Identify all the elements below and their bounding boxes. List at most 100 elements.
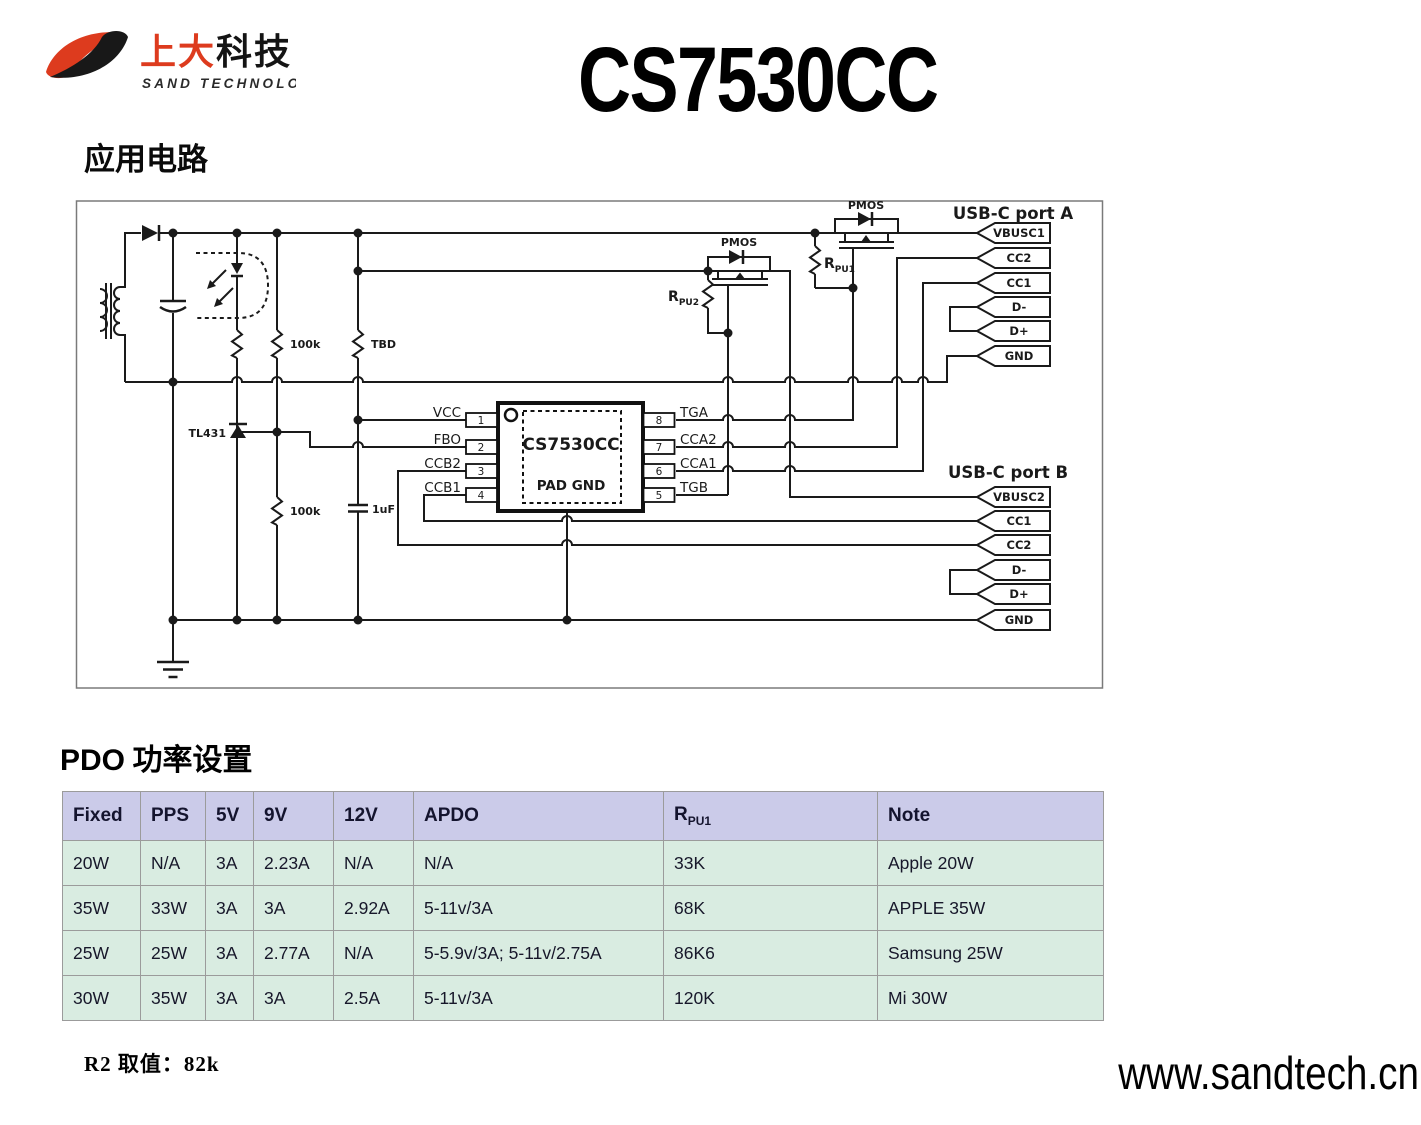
circuit-symbols bbox=[142, 212, 871, 625]
application-circuit-diagram: CS7530CC PAD GND 1 2 3 4 8 7 6 5 VCC bbox=[75, 200, 1104, 689]
label-1uf: 1uF bbox=[372, 503, 395, 516]
opto-arrowhead bbox=[214, 298, 223, 307]
cap-plate-bottom bbox=[159, 305, 187, 313]
section-title-pdo: PDO 功率设置 bbox=[60, 735, 253, 779]
logo-s-mark bbox=[46, 31, 128, 79]
wire-transformer-bottom bbox=[120, 334, 126, 382]
logo-s-red-stroke bbox=[46, 32, 124, 79]
svg-text:VBUSC1: VBUSC1 bbox=[993, 226, 1045, 240]
svg-text:CC1: CC1 bbox=[1007, 514, 1032, 528]
chip-cs7530cc: CS7530CC PAD GND 1 2 3 4 8 7 6 5 VCC bbox=[424, 401, 717, 513]
label-pmos-a: PMOS bbox=[848, 200, 884, 212]
resistor-opto bbox=[230, 329, 244, 359]
usb-c-port-a: USB-C port A VBUSC1 CC2 CC1 D- D+ GND bbox=[953, 204, 1073, 367]
junction-dots bbox=[168, 228, 858, 625]
svg-text:CC1: CC1 bbox=[1007, 276, 1032, 290]
pmos-a-body bbox=[839, 233, 894, 249]
connector-a-cc2 bbox=[974, 247, 1051, 269]
label-pmos-b: PMOS bbox=[721, 236, 757, 249]
connector-b-cc1 bbox=[974, 510, 1051, 532]
svg-text:GND: GND bbox=[1005, 349, 1034, 363]
svg-text:D+: D+ bbox=[1009, 324, 1028, 338]
resistor-tbd bbox=[351, 329, 365, 359]
col-header-rpu1: RPU1 bbox=[663, 791, 878, 841]
pin-label-ccb2: CCB2 bbox=[424, 456, 461, 472]
col-header-fixed: Fixed bbox=[62, 791, 141, 841]
transformer-core bbox=[105, 283, 112, 339]
svg-text:3: 3 bbox=[478, 466, 485, 478]
pin-label-vcc: VCC bbox=[433, 405, 461, 421]
resistor-rpu2 bbox=[701, 279, 715, 309]
port-a-title: USB-C port A bbox=[953, 204, 1073, 223]
svg-text:5: 5 bbox=[656, 490, 663, 502]
wire-vbus2-rail bbox=[358, 270, 977, 498]
opto-arrowhead bbox=[207, 280, 216, 289]
chip-pin-labels: VCC FBO CCB2 CCB1 TGA CCA2 CCA1 TGB bbox=[424, 405, 716, 496]
svg-text:1: 1 bbox=[478, 415, 485, 427]
pmos-b-diode bbox=[729, 250, 742, 264]
company-website: www.sandtech.cn bbox=[1118, 1047, 1419, 1099]
label-rpu1: RPU1 bbox=[824, 256, 855, 275]
company-logo: 上大科技 SAND TECHNOLOGY bbox=[46, 31, 296, 91]
wire-tga bbox=[676, 288, 854, 421]
svg-text:D-: D- bbox=[1012, 563, 1027, 577]
svg-text:GND: GND bbox=[1005, 613, 1034, 627]
svg-text:D-: D- bbox=[1012, 300, 1027, 314]
connector-a-dm bbox=[974, 296, 1051, 318]
svg-text:CC2: CC2 bbox=[1007, 251, 1032, 265]
chip-name: CS7530CC bbox=[522, 435, 619, 455]
rectifier-diode bbox=[142, 225, 158, 241]
logo-zh-black: 科技 bbox=[216, 32, 292, 73]
optocoupler-outline bbox=[196, 252, 270, 319]
wire-fbo bbox=[240, 431, 466, 448]
circuit-wires bbox=[99, 212, 977, 679]
port-b-title: USB-C port B bbox=[948, 463, 1068, 482]
pmos-a-arrow bbox=[861, 235, 871, 242]
connector-b-cc2 bbox=[974, 534, 1051, 556]
pmos-b-arrow bbox=[735, 272, 745, 279]
svg-text:8: 8 bbox=[656, 415, 663, 427]
col-header-12v: 12V bbox=[333, 791, 414, 841]
pdo-title-zh: 功率设置 bbox=[125, 744, 253, 777]
connector-b-dp bbox=[974, 583, 1051, 605]
label-rpu2: RPU2 bbox=[668, 289, 699, 308]
bracket-dpdm-a bbox=[949, 306, 977, 332]
page-title: CS7530CC bbox=[578, 29, 939, 131]
svg-text:4: 4 bbox=[478, 490, 485, 502]
r2-value-note: R2 取值：82k bbox=[84, 1052, 220, 1076]
chip-pin-boxes bbox=[465, 412, 676, 503]
label-100k-top: 100k bbox=[290, 338, 321, 351]
chip-pad-label: PAD GND bbox=[537, 478, 606, 494]
connector-b-dm bbox=[974, 559, 1051, 581]
connector-vbusc2 bbox=[974, 486, 1051, 508]
svg-text:7: 7 bbox=[656, 442, 663, 454]
logo-s-black-stroke bbox=[50, 31, 128, 78]
chip-pin-numbers: 1 2 3 4 8 7 6 5 bbox=[478, 415, 663, 502]
wire-ccb2-to-cc2b bbox=[397, 470, 977, 546]
resistor-100k-bottom bbox=[270, 496, 284, 526]
col-header-apdo: APDO bbox=[413, 791, 664, 841]
connector-b-gnd bbox=[974, 609, 1051, 631]
chip-pin1-dot bbox=[503, 407, 519, 423]
section-title-application-circuit: 应用电路 bbox=[84, 142, 208, 177]
pin-label-tgb: TGB bbox=[679, 480, 708, 496]
logo-en-text: SAND TECHNOLOGY bbox=[142, 76, 296, 91]
table-header-row: Fixed PPS 5V 9V 12V APDO RPU1 Note bbox=[62, 791, 1104, 841]
port-b-labels: VBUSC2 CC1 CC2 D- D+ GND bbox=[993, 490, 1045, 627]
pmos-a-diode bbox=[858, 212, 871, 226]
resistor-rpu1 bbox=[808, 245, 822, 275]
port-b-connectors bbox=[974, 486, 1051, 631]
component-labels: 100k TBD 100k 1uF TL431 PMOS PMOS RPU1 R… bbox=[189, 200, 885, 518]
pin-label-fbo: FBO bbox=[434, 432, 461, 448]
pdo-title-latin: PDO bbox=[60, 744, 126, 777]
logo-zh-red: 上大 bbox=[140, 32, 216, 73]
wire-cca1-to-cc1a bbox=[676, 282, 977, 472]
pin-label-ccb1: CCB1 bbox=[424, 480, 461, 496]
connector-a-cc1 bbox=[974, 272, 1051, 294]
wire-cca2-to-cc2a bbox=[676, 257, 977, 448]
opto-led-diode bbox=[231, 263, 243, 274]
